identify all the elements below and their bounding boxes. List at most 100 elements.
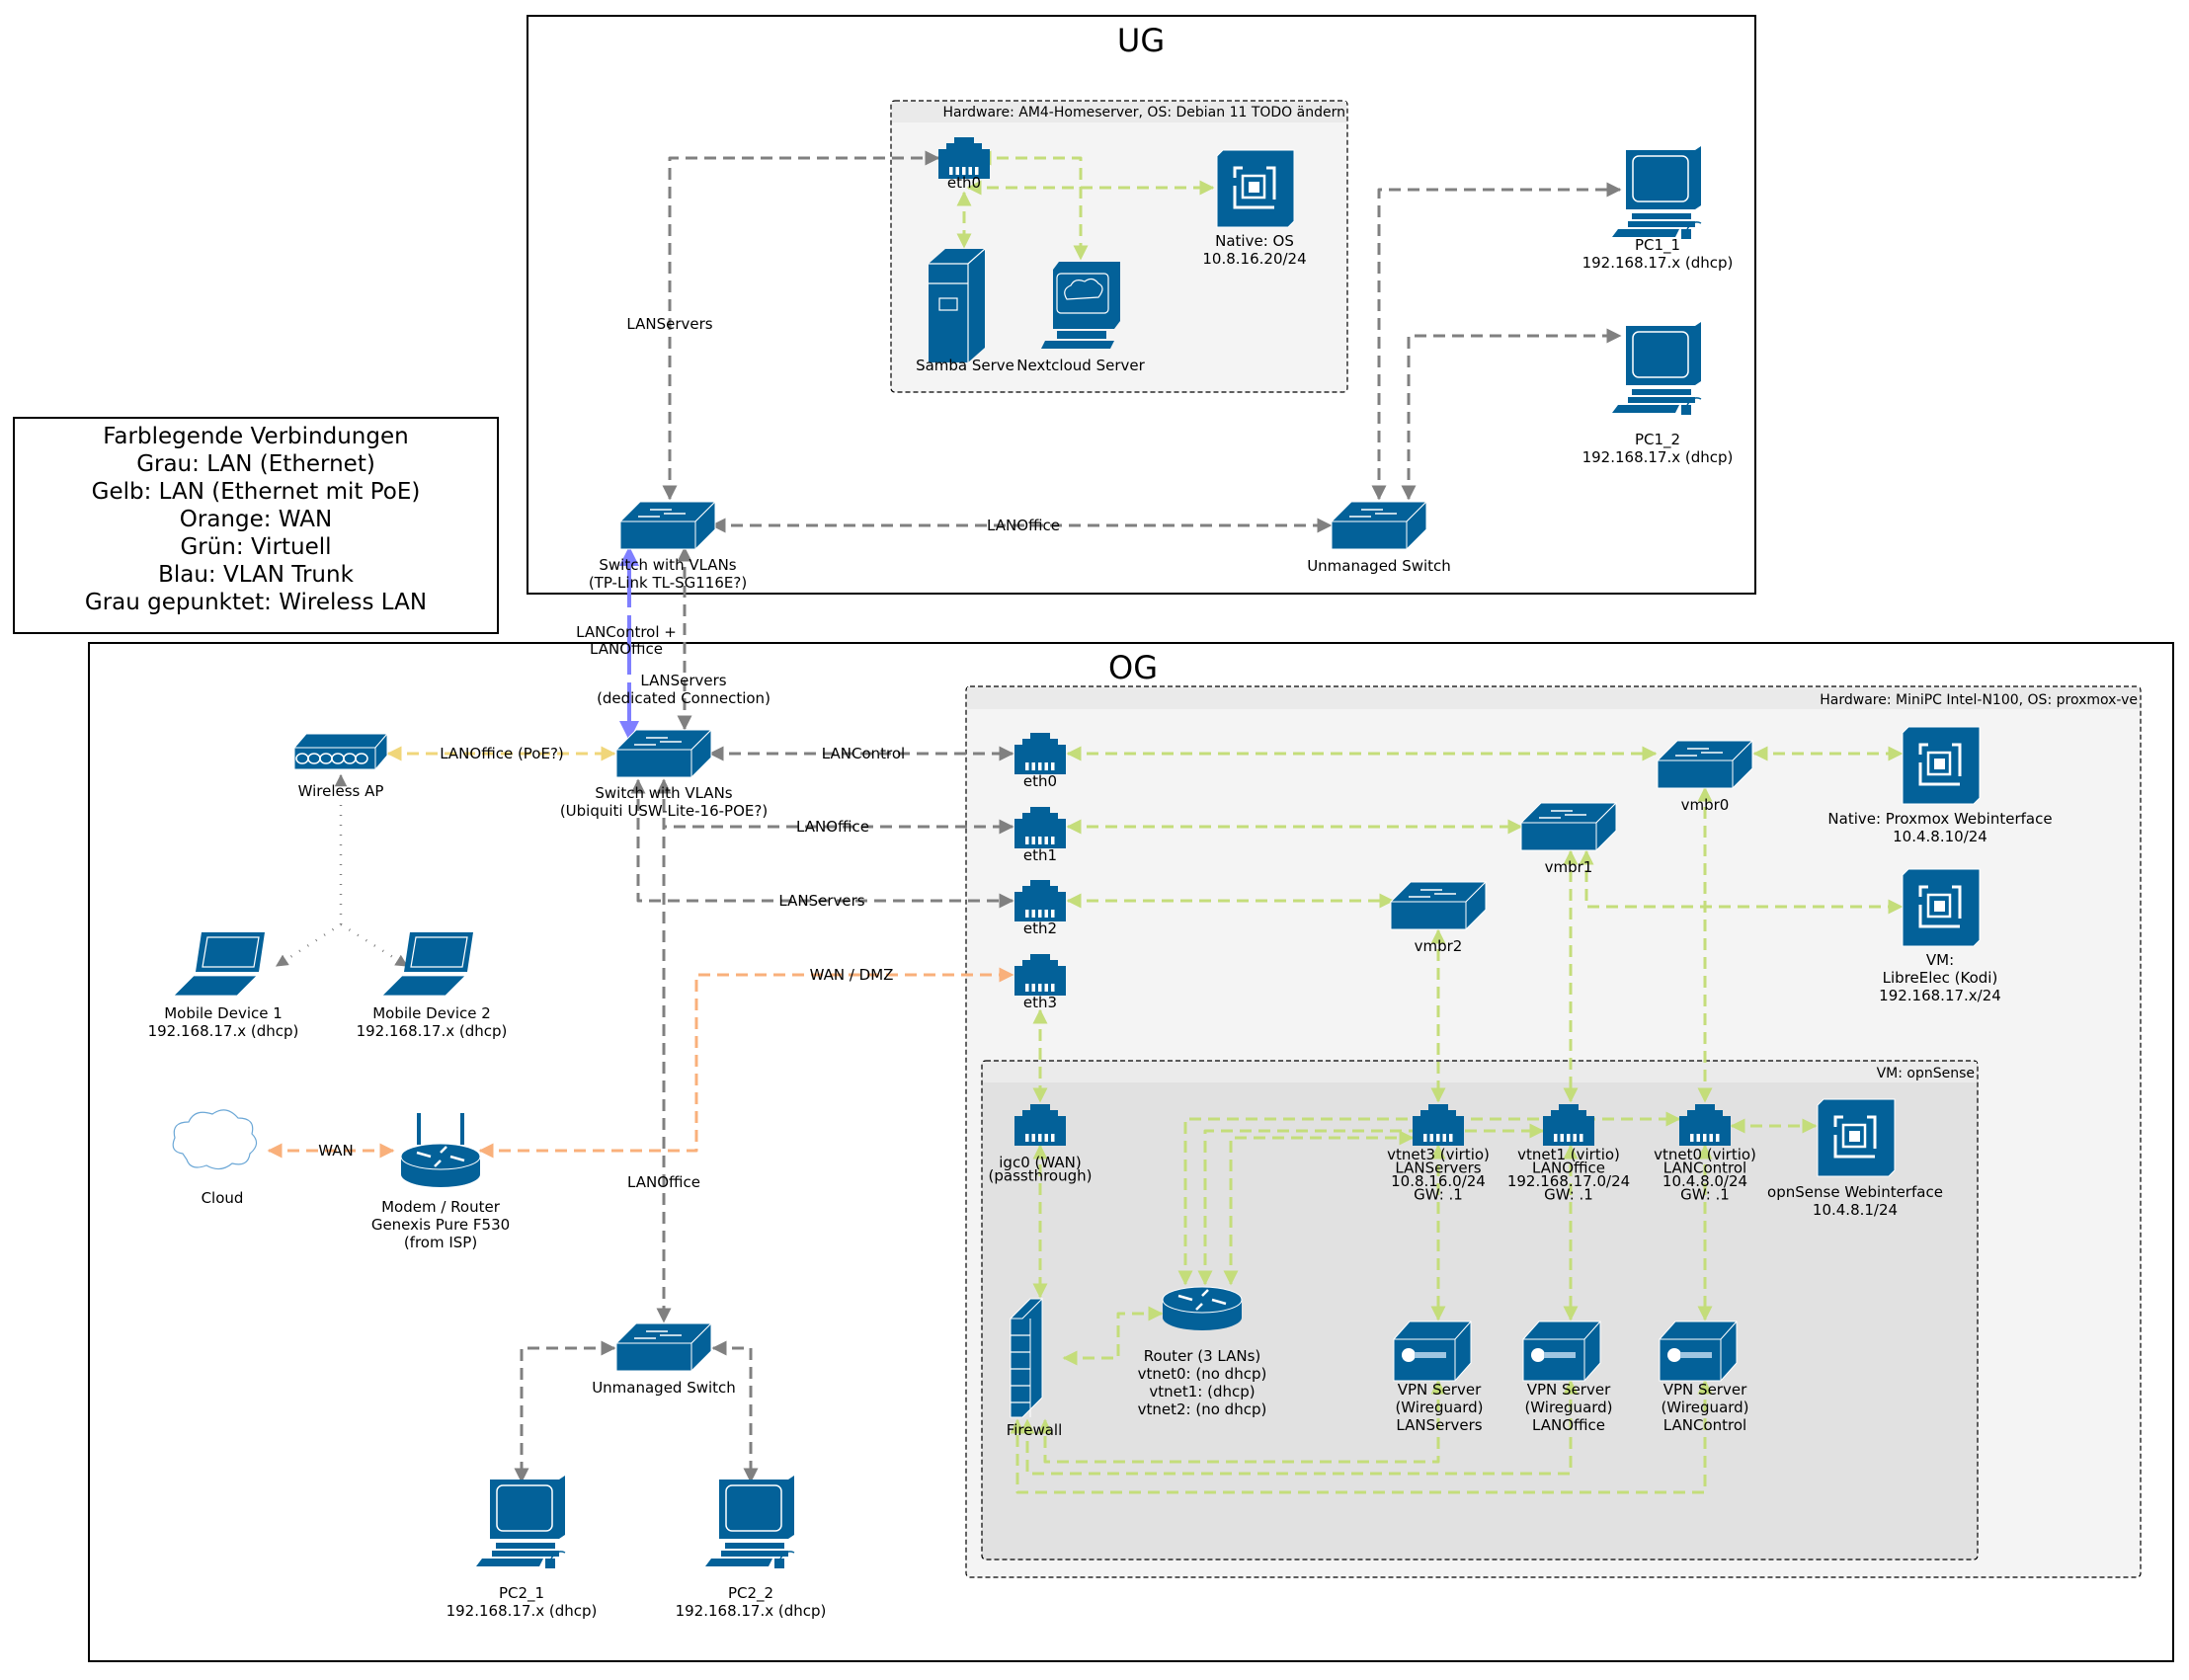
pc-screen: [725, 1484, 782, 1532]
switch-arrows: [1675, 748, 1723, 757]
zone-ug-title: UG: [1117, 22, 1165, 59]
vm-core: [1934, 759, 1945, 769]
connection-label: LANOffice: [590, 640, 663, 658]
node-vmbr2[interactable]: vmbr2: [1389, 880, 1488, 955]
node-igc0[interactable]: igc0 (WAN)(passthrough): [989, 1104, 1093, 1185]
node-samba[interactable]: Samba Serve: [916, 248, 1014, 374]
node-ug-eth0[interactable]: eth0: [938, 137, 990, 192]
vm-frame-glyph: [1918, 885, 1962, 928]
port-pin: [1038, 984, 1042, 992]
connection-label: LANOffice: [627, 1173, 700, 1191]
port-pin: [1025, 984, 1029, 992]
vpn-server-icon: [1659, 1320, 1738, 1382]
node-label: eth2: [1023, 920, 1057, 937]
node-vmbr0[interactable]: vmbr0: [1656, 739, 1754, 814]
port-pin: [962, 167, 966, 175]
node-vpn-office[interactable]: VPN Server(Wireguard)LANOffice: [1522, 1320, 1613, 1434]
connection-label: LANOffice (PoE?): [440, 745, 564, 762]
node-label: VM:: [1926, 951, 1954, 969]
vm-inner: [1841, 1123, 1867, 1149]
node-router3[interactable]: Router (3 LANs)vtnet0: (no dhcp)vtnet1: …: [1138, 1286, 1267, 1418]
connection-label: LANServers: [640, 672, 726, 689]
node-vtnet3[interactable]: vtnet3 (virtio)LANServers10.8.16.0/24GW:…: [1387, 1104, 1490, 1204]
node-label: GW: .1: [1544, 1186, 1593, 1204]
port-pin: [1044, 762, 1048, 770]
node-label: LANServers: [1395, 1160, 1481, 1177]
node-vtnet0[interactable]: vtnet0 (virtio)LANControl10.4.8.0/24GW: …: [1654, 1104, 1756, 1204]
node-label: Switch with VLANs: [595, 784, 732, 802]
pc-keyboard: [476, 1543, 559, 1568]
port-pin: [955, 167, 959, 175]
port-pin: [1051, 984, 1055, 992]
node-label: eth1: [1023, 846, 1057, 864]
pc-icon: [1626, 322, 1701, 385]
port-pin: [1025, 910, 1029, 918]
node-label: LANOffice: [1532, 1416, 1605, 1434]
port-pin: [1690, 1134, 1694, 1142]
node-label: Native: Proxmox Webinterface: [1827, 810, 2052, 828]
node-eth2[interactable]: eth2: [1014, 880, 1066, 937]
node-label: vmbr0: [1681, 796, 1730, 814]
node-vpn-control[interactable]: VPN Server(Wireguard)LANControl: [1659, 1320, 1749, 1434]
pc-keyboard: [705, 1543, 788, 1568]
port-pin: [1696, 1134, 1700, 1142]
node-label: PC2_1: [499, 1584, 544, 1603]
node-label: PC1_2: [1635, 431, 1680, 449]
connection-label: WAN / DMZ: [810, 966, 894, 984]
node-vmbr1[interactable]: vmbr1: [1519, 801, 1618, 876]
vm-frame-glyph: [1918, 743, 1962, 786]
pc-screen: [1632, 331, 1689, 378]
node-sw-ug-unmanaged[interactable]: Unmanaged Switch: [1307, 500, 1451, 575]
port-pin: [1038, 837, 1042, 844]
node-label: LANControl: [1663, 1160, 1746, 1177]
port-pin: [968, 167, 972, 175]
node-eth1[interactable]: eth1: [1014, 807, 1066, 864]
node-wap[interactable]: Wireless AP: [292, 732, 389, 800]
node-label: 192.168.17.0/24: [1507, 1172, 1630, 1190]
node-label: LANServers: [1396, 1416, 1482, 1434]
port-pin: [1038, 1134, 1042, 1142]
ap-front: [293, 747, 376, 770]
node-vtnet1[interactable]: vtnet1 (virtio)LANOffice192.168.17.0/24G…: [1507, 1104, 1630, 1204]
node-sw-tplink[interactable]: Switch with VLANs(TP-Link TL-SG116E?): [589, 500, 747, 592]
connection-virtual: [1010, 1379, 1713, 1494]
node-sw-ubiquiti[interactable]: Switch with VLANs(Ubiquiti USW-Lite-16-P…: [560, 728, 768, 820]
node-firewall[interactable]: Firewall: [1007, 1298, 1063, 1439]
antenna-icon: [417, 1113, 464, 1145]
firewall-top: [1009, 1298, 1044, 1320]
node-label: 192.168.17.x (dhcp): [1582, 254, 1734, 272]
node-libreelec[interactable]: VM:LibreElec (Kodi)192.168.17.x/24: [1879, 868, 2001, 1004]
node-label: 10.4.8.1/24: [1813, 1201, 1898, 1219]
switch-arrows: [1349, 509, 1397, 518]
node-label: 10.8.16.0/24: [1391, 1172, 1486, 1190]
legend: Farblegende Verbindungen Grau: LAN (Ethe…: [13, 417, 499, 634]
node-cloud[interactable]: Cloud: [172, 1109, 258, 1207]
web-server-base: [1041, 331, 1114, 349]
node-label: 192.168.17.x (dhcp): [446, 1602, 598, 1620]
port-pin: [1051, 910, 1055, 918]
node-label: 10.4.8.10/24: [1893, 828, 1987, 845]
node-label: 10.8.16.20/24: [1202, 250, 1306, 268]
vpn-box-edges: [1523, 1320, 1601, 1381]
connection-virtual: [1579, 849, 1904, 915]
node-eth0[interactable]: eth0: [1014, 733, 1066, 790]
node-eth3[interactable]: eth3: [1014, 954, 1066, 1011]
node-sw-og-unmanaged[interactable]: Unmanaged Switch: [592, 1321, 736, 1397]
vm-inner: [1241, 174, 1266, 200]
router-arrows: [416, 1146, 465, 1167]
port-pin: [1709, 1134, 1713, 1142]
node-nextcloud[interactable]: Nextcloud Server: [1016, 262, 1146, 374]
node-vpn-servers[interactable]: VPN Server(Wireguard)LANServers: [1393, 1320, 1484, 1434]
switch-side: [1406, 500, 1427, 551]
